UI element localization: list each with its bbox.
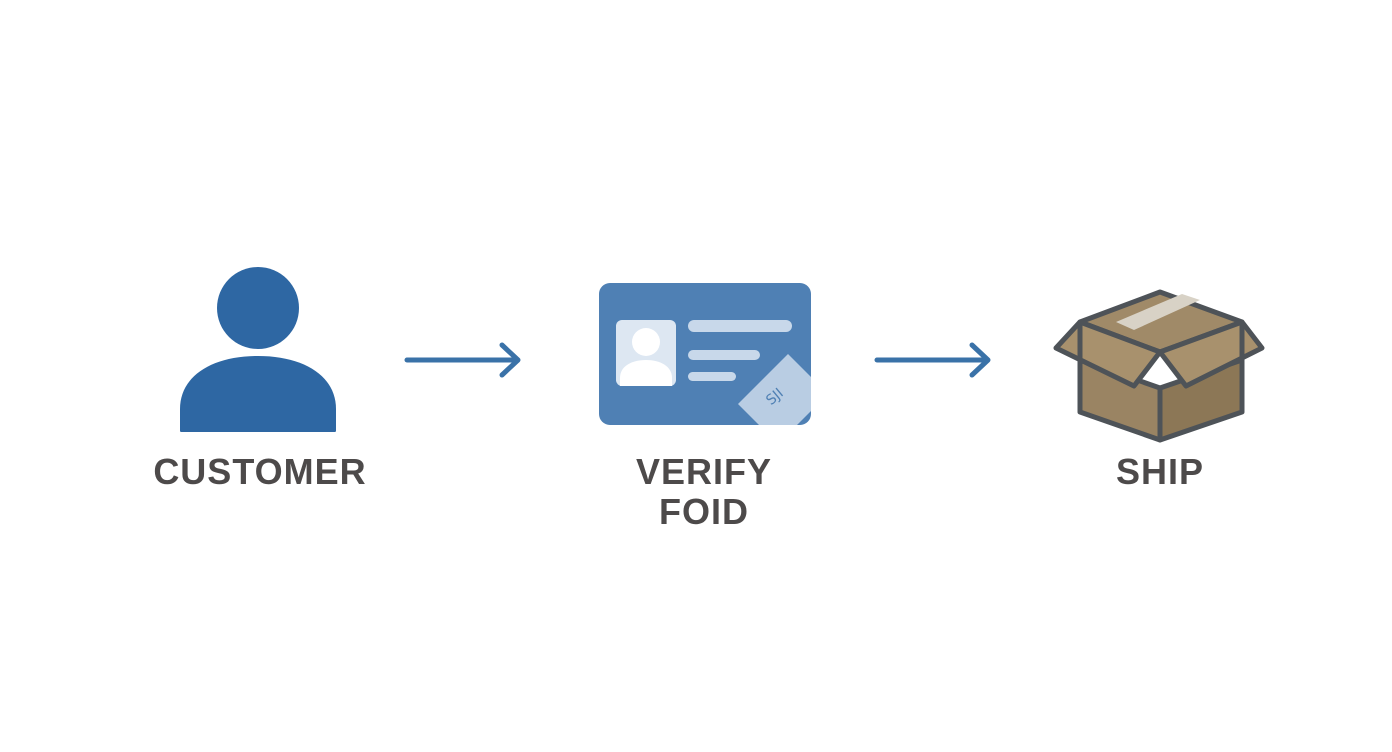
step-label-line: CUSTOMER	[153, 451, 367, 492]
arrow-right-icon	[404, 342, 521, 378]
arrow-right-icon	[874, 342, 991, 378]
step-label-ship: SHIP	[1030, 452, 1290, 492]
person-icon	[180, 267, 336, 432]
step-label-verify-foid: VERIFY FOID	[574, 452, 834, 532]
step-label-line: SHIP	[1115, 451, 1205, 492]
id-card-icon	[599, 283, 811, 425]
step-label-line: VERIFY	[635, 451, 773, 492]
step-label-line: FOID	[659, 491, 749, 532]
step-label-customer: CUSTOMER	[130, 452, 390, 492]
box-icon	[1053, 289, 1265, 443]
